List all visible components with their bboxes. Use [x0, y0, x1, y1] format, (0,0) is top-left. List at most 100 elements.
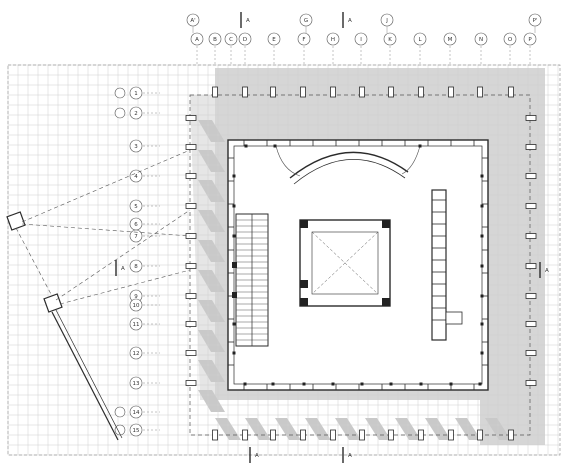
- core-column: [382, 298, 390, 306]
- row-label: 7: [134, 234, 138, 240]
- row-label: 2: [134, 111, 138, 117]
- row-bubble: [129, 376, 143, 390]
- section-tag: A: [545, 268, 549, 274]
- column-post: [525, 144, 537, 150]
- core-diagonal: [311, 231, 379, 295]
- curved-canopy-inner: [293, 159, 406, 185]
- interior-column: [480, 174, 484, 178]
- interior-column: [232, 234, 236, 238]
- column-post: [359, 86, 365, 98]
- column-post: [525, 173, 537, 179]
- interior-column: [271, 382, 275, 386]
- wing-pier: [43, 293, 63, 313]
- row-bubble: [129, 106, 143, 120]
- column-post: [185, 144, 197, 150]
- column-post: [525, 203, 537, 209]
- column-post: [477, 86, 483, 98]
- column-post: [525, 380, 537, 386]
- interior-column: [480, 351, 484, 355]
- wing-dashed: [59, 269, 191, 305]
- column-label: C: [229, 37, 233, 43]
- door-swing: [275, 145, 301, 177]
- column-post: [525, 263, 537, 269]
- interior-column: [232, 351, 236, 355]
- row-label: 11: [133, 322, 140, 328]
- shelf-end: [445, 311, 463, 325]
- column-label-upper: G: [304, 18, 308, 24]
- column-mark: [232, 292, 237, 298]
- column-label: F: [302, 37, 305, 43]
- column-post: [185, 203, 197, 209]
- row-label: 5: [134, 204, 138, 210]
- wing-pier: [6, 211, 26, 231]
- interior-column: [232, 204, 236, 208]
- interior-column: [480, 264, 484, 268]
- column-post: [185, 173, 197, 179]
- column-post: [388, 86, 394, 98]
- column-label: H: [331, 37, 335, 43]
- column-post: [300, 429, 306, 441]
- row-bubble: [129, 346, 143, 360]
- column-post: [242, 86, 248, 98]
- column-post: [185, 233, 197, 239]
- row-label: 8: [134, 264, 138, 270]
- row-bubble: [129, 199, 143, 213]
- row-bubble: [129, 405, 143, 419]
- column-label: A: [195, 37, 199, 43]
- column-bubble: [297, 32, 311, 46]
- column-post: [525, 115, 537, 121]
- interior-column: [480, 322, 484, 326]
- interior-column: [480, 204, 484, 208]
- column-post: [330, 429, 336, 441]
- structure-layer: [6, 86, 537, 441]
- row-label: 14: [133, 410, 140, 416]
- wing-dashed: [15, 227, 53, 297]
- interior-column: [389, 382, 393, 386]
- column-bubble: [474, 32, 488, 46]
- column-label: K: [388, 37, 392, 43]
- interior-column: [232, 174, 236, 178]
- column-bubble: [267, 32, 281, 46]
- interior-column: [449, 382, 453, 386]
- column-post: [418, 86, 424, 98]
- row-label: 6: [134, 222, 138, 228]
- column-post: [388, 429, 394, 441]
- interior-column: [232, 322, 236, 326]
- interior-column: [419, 382, 423, 386]
- row-label: 3: [134, 144, 138, 150]
- column-post: [212, 86, 218, 98]
- column-post: [525, 233, 537, 239]
- column-post: [418, 429, 424, 441]
- core-column: [300, 220, 308, 228]
- row-label: 13: [133, 381, 140, 387]
- column-bubble: [190, 32, 204, 46]
- door-swing: [401, 145, 421, 175]
- column-post: [185, 115, 197, 121]
- interior-column: [480, 294, 484, 298]
- section-tag: A: [246, 18, 250, 24]
- row-bubble: [129, 317, 143, 331]
- column-label: L: [418, 37, 422, 43]
- column-post: [300, 86, 306, 98]
- interior-column: [273, 144, 277, 148]
- core-column: [300, 280, 308, 288]
- section-tag: A: [348, 453, 352, 459]
- column-bubble: [523, 32, 537, 46]
- wing-beam: [55, 309, 123, 439]
- column-label: I: [360, 37, 362, 43]
- column-post: [185, 263, 197, 269]
- core-column: [382, 220, 390, 228]
- column-label-upper: P': [533, 18, 538, 24]
- column-post: [525, 350, 537, 356]
- row-bubble: [129, 86, 143, 100]
- row-bubble-alt: [114, 406, 126, 418]
- column-post: [270, 86, 276, 98]
- row-bubble: [129, 229, 143, 243]
- wing-dashed: [55, 209, 191, 301]
- column-post: [359, 429, 365, 441]
